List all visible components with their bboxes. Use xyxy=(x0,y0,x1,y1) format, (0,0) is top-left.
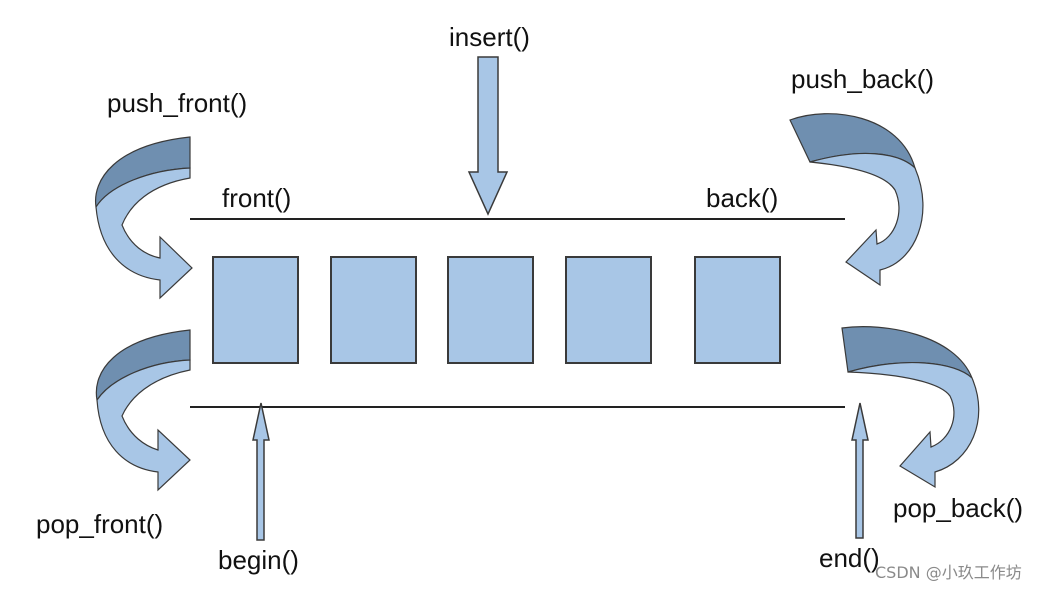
front-label: front() xyxy=(222,183,292,213)
begin-label: begin() xyxy=(218,545,299,575)
end-label: end() xyxy=(819,543,880,573)
container-elements xyxy=(212,256,781,364)
insert-arrow xyxy=(467,56,509,216)
element-box xyxy=(447,256,534,364)
watermark: CSDN @小玖工作坊 xyxy=(875,563,1022,582)
insert-label: insert() xyxy=(449,22,530,52)
push-front-arrow xyxy=(94,136,193,300)
element-box xyxy=(694,256,781,364)
element-box xyxy=(565,256,652,364)
element-box xyxy=(330,256,417,364)
push-front-label: push_front() xyxy=(107,88,248,118)
push-back-arrow xyxy=(789,113,924,287)
element-box xyxy=(212,256,299,364)
end-arrow xyxy=(851,402,869,539)
pop-back-arrow xyxy=(841,326,980,489)
push-back-label: push_back() xyxy=(791,64,935,94)
pop-back-label: pop_back() xyxy=(893,493,1024,523)
back-label: back() xyxy=(706,183,779,213)
begin-arrow xyxy=(252,402,270,541)
pop-front-label: pop_front() xyxy=(36,509,164,539)
pop-front-arrow xyxy=(95,329,191,492)
